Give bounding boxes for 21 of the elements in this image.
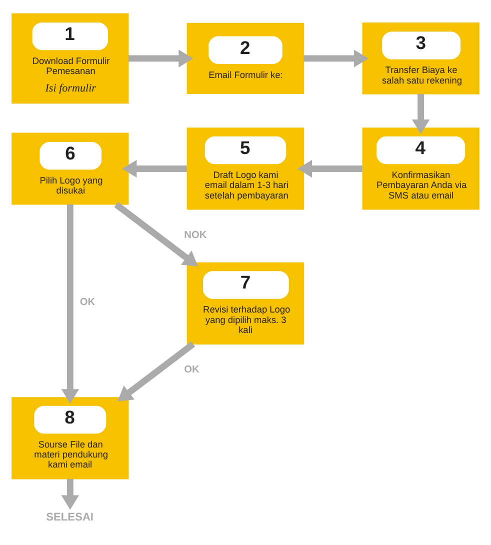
arrow: [304, 49, 368, 67]
arrow: [118, 341, 196, 401]
node-box: 2 Email Formulir ke:: [186, 22, 304, 94]
node-box: 6 Pilih Logo yang disukai: [12, 132, 129, 204]
arrow: [114, 201, 198, 266]
node-box: 1 Download Formulir Pemesanan Isi formulir: [12, 12, 129, 104]
edge-label: OK: [80, 296, 96, 308]
node-box: 3 Transfer Biaya ke salah satu rekening: [362, 22, 480, 94]
arrow: [122, 159, 187, 178]
arrow: [412, 93, 430, 134]
edge-label: OK: [184, 364, 200, 375]
node-box: 7 Revisi terhadap Logo yang dipilih maks. 3 kali: [186, 262, 304, 344]
node-text: SELESAI: [46, 510, 94, 523]
arrow: [298, 159, 362, 178]
arrow: [61, 478, 80, 510]
node-box: 4 Konfirmasikan Pembayaran Anda via SMS atau email: [362, 127, 480, 210]
arrow: [128, 49, 194, 67]
node-box: 5 Draft Logo kami email dalam 1-3 hari setelah pembayaran: [186, 127, 304, 210]
edge-label: NOK: [184, 229, 207, 240]
arrow: [61, 204, 80, 404]
node-box: 8 Sourse File dan materi pendukung kami email: [12, 396, 129, 479]
